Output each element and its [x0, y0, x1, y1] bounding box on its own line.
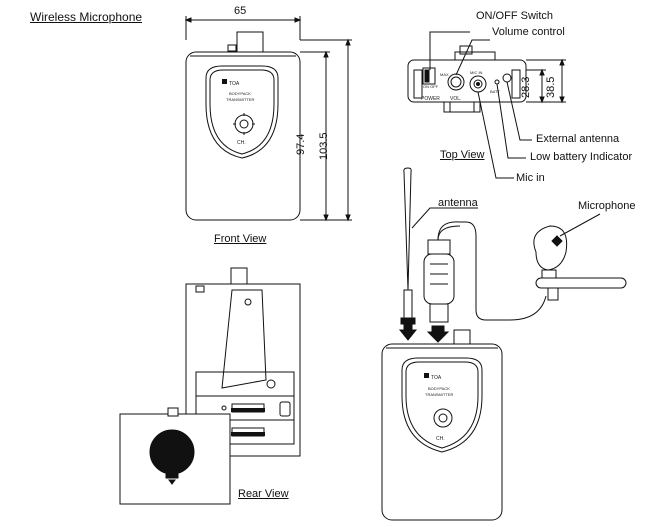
rear-view-drawing — [119, 267, 301, 505]
assembly-channel-text: CH. — [436, 436, 445, 442]
front-toa-logo-icon — [222, 79, 227, 84]
top-vol-text: VOL. — [450, 96, 461, 102]
assembly-drawing — [381, 167, 627, 521]
callout-antenna: antenna — [438, 197, 478, 209]
callout-microphone: Microphone — [578, 200, 636, 212]
dim-depth-total-label: 38.5 — [545, 76, 557, 98]
front-view-drawing — [184, 16, 352, 222]
dim-depth-inner-label: 28.3 — [520, 76, 532, 98]
dim-width-label: 65 — [234, 5, 247, 17]
front-brand-text: TOA — [229, 81, 240, 87]
top-batt-text: BATT — [490, 89, 500, 94]
front-model-line1: BODYPACK — [229, 91, 251, 96]
top-power-text: POWER — [421, 96, 440, 102]
assembly-brand-text: TOA — [431, 375, 442, 381]
top-view-drawing — [407, 31, 566, 179]
dim-height-total-label: 103.5 — [318, 132, 330, 160]
front-model-line2: TRANSMITTER — [226, 97, 255, 102]
assembly-toa-logo-icon — [424, 373, 429, 378]
rear-label-strip-2 — [231, 432, 265, 436]
page-title: Wireless Microphone — [30, 10, 143, 24]
top-onoff-text: ON OFF — [423, 84, 439, 89]
top-view-caption: Top View — [440, 149, 485, 161]
front-view-caption: Front View — [214, 233, 267, 245]
top-micin-text: MIC IN — [470, 70, 483, 75]
assembly-model-line1: BODYPACK — [428, 386, 450, 391]
dim-height-inner-label: 97.4 — [295, 133, 307, 155]
callout-on-off-switch: ON/OFF Switch — [476, 10, 554, 22]
rear-view-caption: Rear View — [238, 488, 289, 500]
callout-mic-in: Mic in — [516, 172, 545, 184]
top-max-text: MAX — [440, 72, 449, 77]
rear-label-strip-1 — [231, 408, 265, 412]
callout-low-battery: Low battery Indicator — [530, 151, 633, 163]
callout-volume-control: Volume control — [492, 26, 565, 38]
assembly-model-line2: TRANSMITTER — [425, 392, 454, 397]
callout-external-antenna: External antenna — [536, 133, 620, 145]
front-channel-text: CH. — [237, 140, 246, 146]
